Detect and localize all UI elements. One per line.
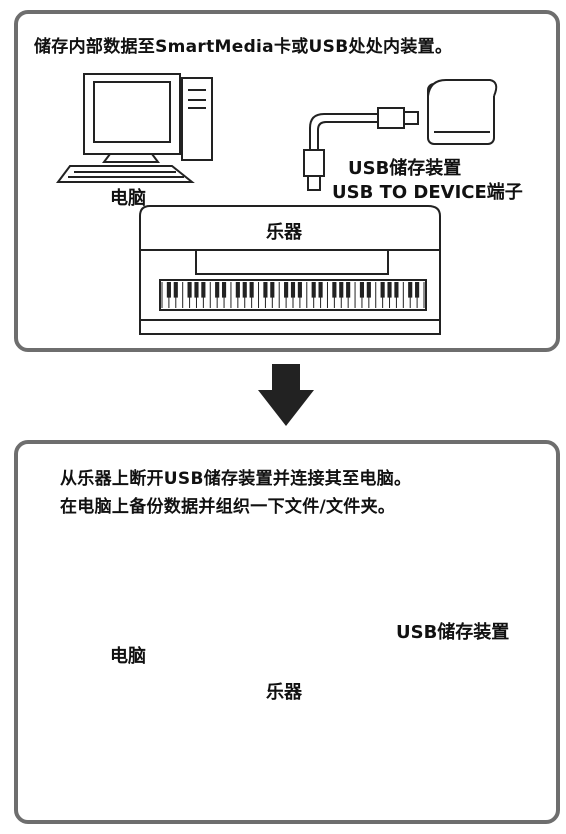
usb-device-label: USB储存装置 [396,622,510,643]
usb-cable [309,113,378,150]
usb-plug-icon [303,107,419,191]
piano-keys [161,282,425,308]
instrument-label: 乐器 [266,222,302,243]
bottom-caption-line1: 从乐器上断开USB储存装置并连接其至电脑。 [60,469,412,489]
down-arrow-icon [258,364,314,426]
instrument-label: 乐器 [266,682,302,703]
computer-label: 电脑 [110,646,146,667]
bottom-caption-line2: 在电脑上备份数据并组织一下文件/文件夹。 [60,497,396,517]
usb-storage-icon [427,79,498,145]
top-caption: 储存内部数据至SmartMedia卡或USB处处内装置。 [34,37,453,57]
usb-device-label: USB储存装置 [348,158,462,179]
computer-icon [56,73,213,183]
port-label: USB TO DEVICE端子 [332,182,523,203]
computer-label: 电脑 [110,188,146,209]
bottom-panel [14,440,560,824]
